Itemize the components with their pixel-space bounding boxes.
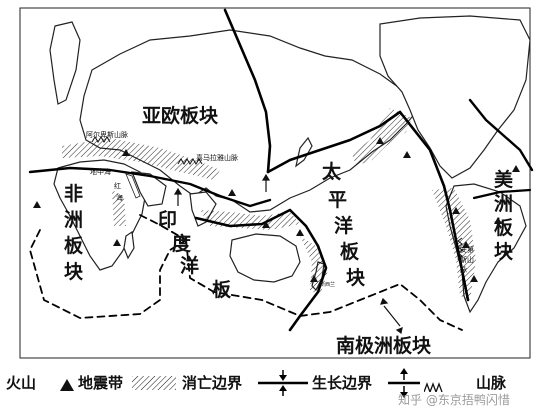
boundary-pacific-east	[398, 110, 470, 302]
volcano-icon	[60, 376, 74, 395]
volcano-mark	[376, 137, 384, 144]
boundary-alpine-himalaya	[28, 166, 272, 208]
mountain-ranges	[91, 136, 463, 263]
africa	[53, 159, 147, 271]
label-indian-plate-2: 度	[172, 232, 192, 255]
volcanoes	[33, 137, 520, 282]
label-african-plate-4: 块	[64, 261, 84, 283]
legend-volcano-text: 火山	[6, 374, 37, 392]
watermark: 知乎 @东京捂鸭闪惜	[398, 393, 510, 407]
label-mediterranean: 地中海	[90, 167, 111, 176]
volcano-mark	[494, 217, 502, 224]
label-african-plate-1: 非	[64, 183, 83, 205]
red-sea-water	[125, 173, 141, 199]
belt-africa-rift	[112, 190, 126, 226]
label-alps: 阿尔卑斯山脉	[86, 130, 128, 139]
volcano-mark	[122, 149, 130, 156]
boundary-america-east	[472, 188, 532, 200]
label-indian-plate-5: 板	[212, 278, 232, 301]
boundary-sunda-tonga	[194, 208, 328, 332]
label-indian-plate-3: 洋	[180, 254, 199, 277]
ridge-se-indian	[185, 239, 301, 317]
volcano-mark	[470, 275, 478, 282]
volcano-mark	[113, 239, 121, 246]
label-new-zealand: 新西兰	[320, 281, 335, 288]
volcano-mark	[33, 201, 41, 208]
label-eurasian-plate: 亚欧板块	[142, 104, 219, 127]
label-american-plate-4: 块	[494, 241, 514, 263]
legend-earthquake-text: 地震带	[78, 374, 124, 392]
boundary-pacific-west	[266, 110, 402, 174]
label-pacific-plate-2: 平	[328, 189, 347, 211]
ridge-indian	[139, 214, 187, 241]
label-andes-2: 斯山	[460, 255, 474, 264]
volcano-mark	[310, 275, 318, 282]
label-pacific-plate-3: 洋	[334, 214, 353, 237]
label-andes-3: 脉	[460, 265, 467, 274]
label-pacific-plate-5: 块	[346, 267, 366, 289]
volcano-mark	[512, 165, 520, 172]
ridge-pacific-antarctic	[299, 283, 463, 331]
belt-andes	[432, 188, 476, 300]
volcano-mark	[262, 221, 270, 228]
arabia	[131, 171, 167, 207]
legend-subduction-text: 消亡边界	[182, 374, 243, 392]
mountain-symbol-icon	[423, 377, 446, 396]
north-america	[379, 15, 531, 179]
label-himalaya: 喜马拉雅山脉	[196, 153, 238, 162]
madagascar	[123, 230, 135, 260]
label-antarctic-plate: 南极洲板块	[336, 334, 432, 357]
label-american-plate-2: 洲	[494, 193, 513, 215]
label-red-sea-2: 海	[116, 193, 123, 202]
ridge-africa-antarctic	[29, 229, 187, 319]
volcano-mark	[403, 151, 411, 158]
greenland	[49, 21, 81, 105]
belt-alpine	[62, 138, 220, 180]
label-american-plate-3: 板	[494, 216, 514, 239]
belt-east-asia	[352, 108, 412, 166]
label-andes-1: 安第	[460, 245, 474, 254]
boundary-america-north	[468, 98, 534, 172]
subduction-symbol-icon	[258, 369, 308, 401]
legend-mountain-text: 山脉	[476, 374, 507, 392]
volcano-mark	[296, 229, 304, 236]
label-pacific-plate-1: 太	[322, 160, 342, 183]
plate-boundaries	[28, 8, 534, 332]
legend-spreading-text: 生长边界	[312, 374, 373, 392]
label-pacific-plate-4: 板	[340, 240, 360, 263]
label-red-sea-1: 红	[114, 181, 121, 190]
australia	[229, 233, 301, 283]
boundary-eurasian-pacific	[223, 8, 272, 174]
mountain-alps	[91, 136, 111, 143]
mountain-andes	[457, 237, 463, 263]
volcano-mark	[228, 189, 236, 196]
hatch-icon	[132, 375, 176, 394]
motion-arrows	[173, 173, 403, 335]
label-african-plate-2: 洲	[64, 209, 83, 231]
spreading-symbol-icon	[388, 368, 420, 402]
label-indian-plate-1: 印	[158, 209, 177, 231]
map-frame	[19, 7, 531, 359]
map-legend: 火山 地震带 消亡边界 生长边界 山脉 知乎 @东京捂鸭闪惜	[0, 365, 558, 410]
label-african-plate-3: 板	[64, 234, 84, 257]
volcano-mark	[462, 241, 470, 248]
mountain-himalaya	[177, 158, 203, 165]
label-american-plate-1: 美	[494, 168, 514, 191]
volcano-mark	[452, 207, 460, 214]
